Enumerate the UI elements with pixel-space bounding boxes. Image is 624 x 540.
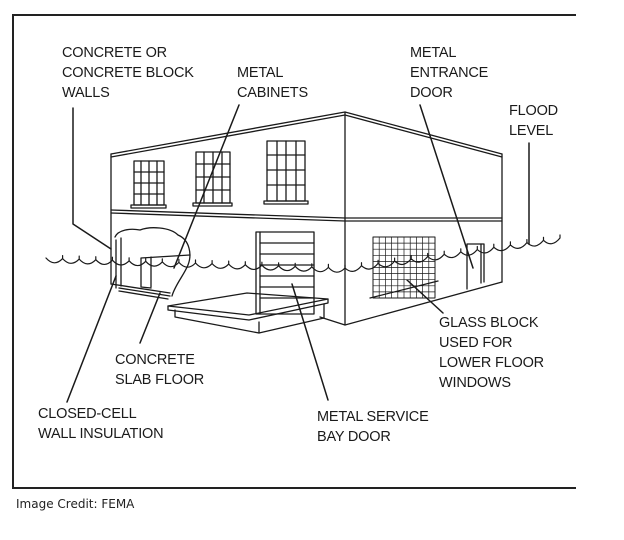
building xyxy=(110,111,503,326)
leader-insulation xyxy=(66,275,117,403)
roof-line-inner xyxy=(110,114,503,158)
insulation-layer xyxy=(115,237,122,289)
slab-floor xyxy=(118,287,171,297)
leader-metal-cabinets xyxy=(173,104,240,269)
label-concrete-walls: CONCRETE OR CONCRETE BLOCK WALLS xyxy=(62,45,194,101)
frame-border-left xyxy=(12,14,14,489)
base-line-front xyxy=(319,281,503,326)
leader-lines xyxy=(66,104,530,403)
leader-glass-block xyxy=(406,279,444,314)
label-metal-cabinets: METAL CABINETS xyxy=(237,65,308,101)
leader-service-door xyxy=(291,283,329,401)
window-2 xyxy=(192,151,233,207)
label-flood-level: FLOOD LEVEL xyxy=(509,103,558,139)
flood-water-line xyxy=(45,234,561,273)
cutaway-view xyxy=(114,227,191,300)
label-closed-cell-insulation: CLOSED-CELL WALL INSULATION xyxy=(38,406,164,442)
frame-border-top xyxy=(12,14,576,16)
frame-border-bottom xyxy=(12,487,576,489)
leader-entrance-door xyxy=(419,104,474,269)
leader-concrete-slab xyxy=(139,292,161,344)
label-metal-service-door: METAL SERVICE BAY DOOR xyxy=(317,409,429,445)
floor-band-2 xyxy=(110,212,503,222)
window-1 xyxy=(130,160,167,209)
glass-block-window xyxy=(369,236,439,299)
metal-cabinet xyxy=(140,254,191,289)
loading-platform xyxy=(167,292,329,334)
window-3 xyxy=(263,140,309,205)
floor-band xyxy=(110,209,503,219)
roof-line xyxy=(110,111,503,155)
cutaway-outline xyxy=(114,227,191,297)
service-bay-door xyxy=(255,231,315,315)
label-glass-block: GLASS BLOCK USED FOR LOWER FLOOR WINDOWS xyxy=(439,315,544,391)
slab-floor-2 xyxy=(118,290,169,300)
upper-windows xyxy=(130,140,309,209)
label-concrete-slab: CONCRETE SLAB FLOOR xyxy=(115,352,205,388)
leader-concrete-walls xyxy=(72,107,112,250)
label-metal-entrance-door: METAL ENTRANCE DOOR xyxy=(410,45,489,101)
image-credit: Image Credit: FEMA xyxy=(16,497,135,511)
